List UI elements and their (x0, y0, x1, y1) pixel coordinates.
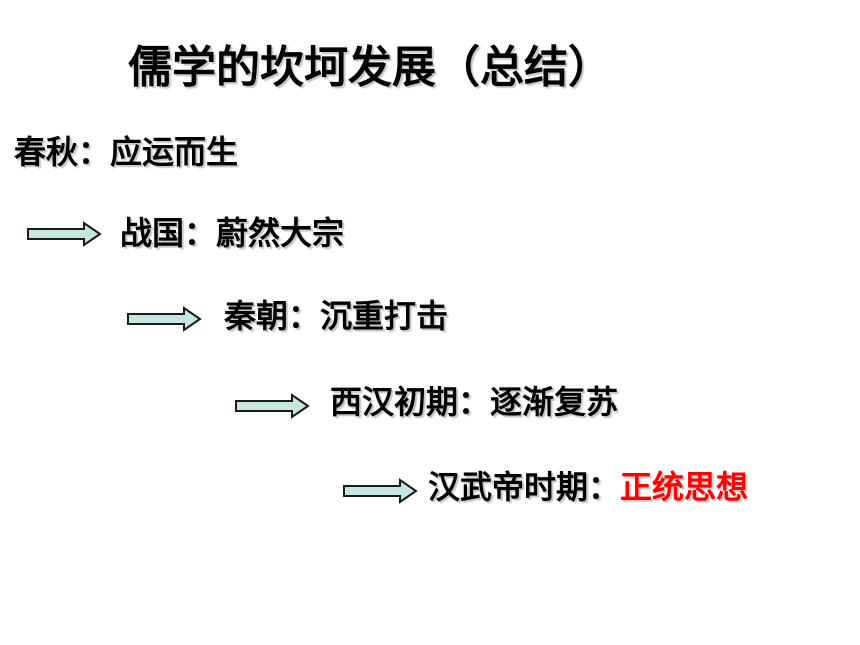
stage-label: 西汉初期： (330, 383, 491, 421)
stage-value: 逐渐复苏 (490, 383, 619, 421)
right-arrow-icon (234, 393, 310, 419)
right-arrow-icon (342, 478, 418, 504)
stage-value: 蔚然大宗 (216, 214, 345, 252)
stage-spring-autumn: 春秋：应运而生 (14, 130, 238, 174)
page-title: 儒学的坎坷发展（总结） (128, 42, 612, 93)
stage-early-western-han: 西汉初期：逐渐复苏 (330, 380, 618, 424)
right-arrow-icon (126, 306, 202, 332)
stage-warring-states: 战国：蔚然大宗 (120, 211, 344, 255)
stage-label: 汉武帝时期： (428, 468, 621, 506)
right-arrow-icon (26, 221, 102, 247)
stage-label: 秦朝： (224, 297, 321, 335)
stage-label: 春秋： (14, 133, 111, 171)
stage-emperor-wu: 汉武帝时期：正统思想 (428, 465, 748, 509)
stage-label: 战国： (120, 214, 217, 252)
stage-qin: 秦朝：沉重打击 (224, 294, 448, 338)
stage-value-highlight: 正统思想 (620, 468, 749, 506)
stage-value: 沉重打击 (320, 297, 449, 335)
stage-value: 应运而生 (110, 133, 239, 171)
